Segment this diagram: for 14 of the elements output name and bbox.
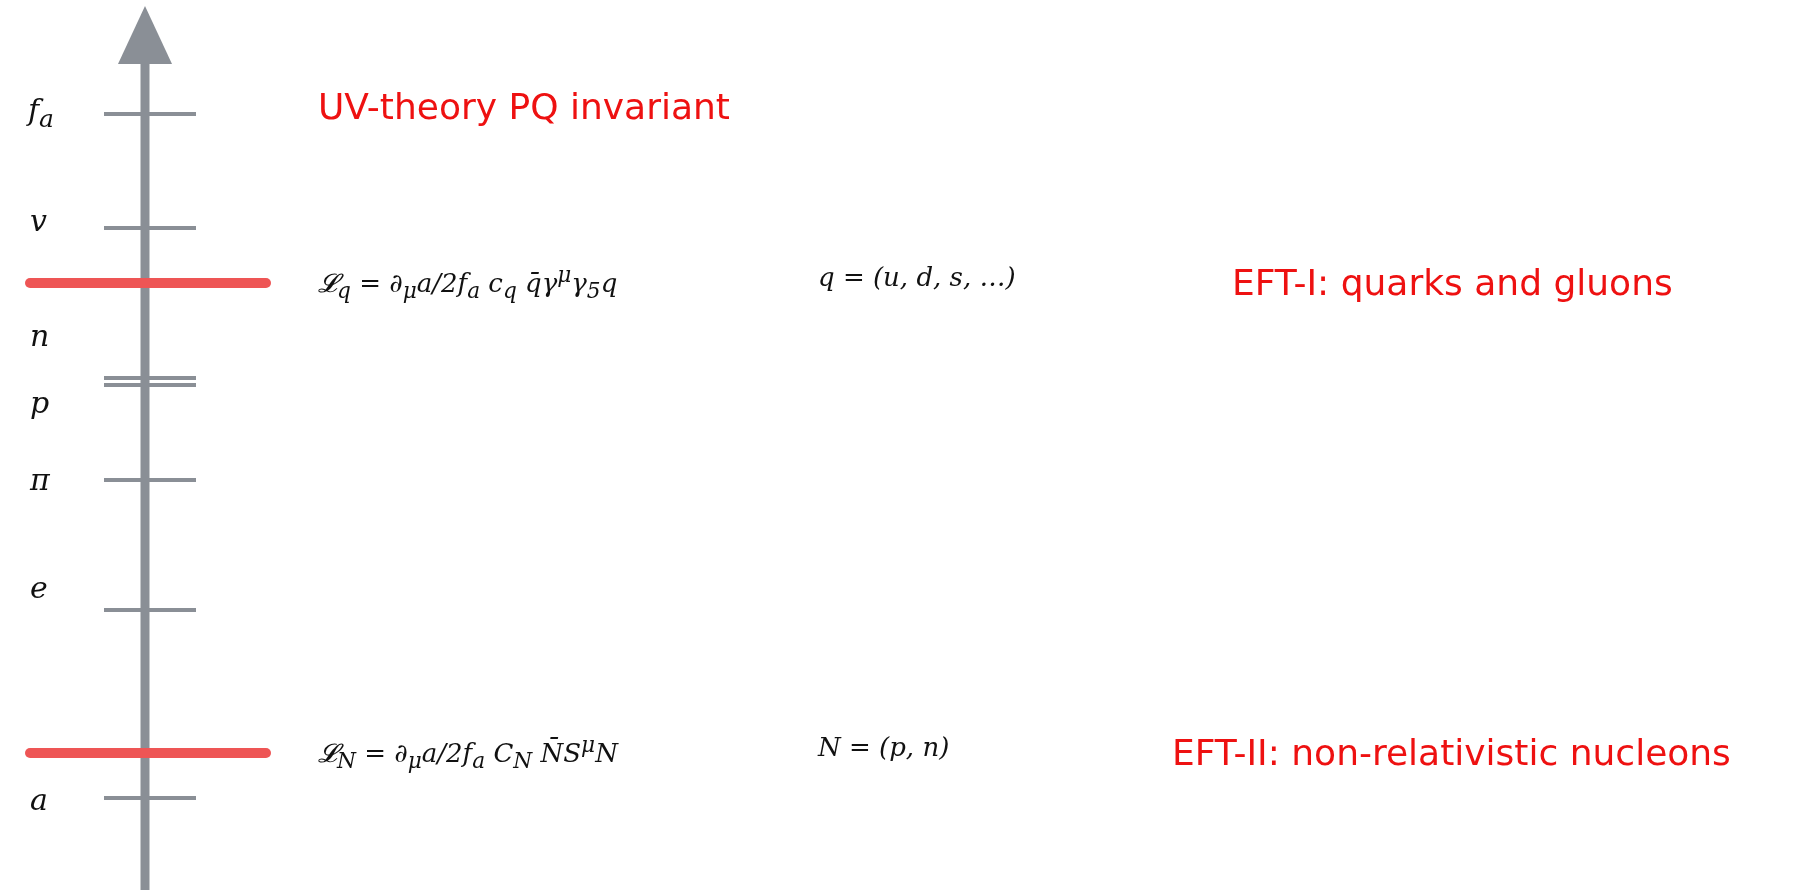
theory-label: UV-theory PQ invariant: [318, 86, 730, 127]
scale-symbol: f$_{a}$: [28, 92, 54, 133]
theory-label: EFT-I: quarks and gluons: [1232, 262, 1673, 303]
scale-symbol: n: [30, 318, 50, 353]
scale-symbol: a: [30, 782, 48, 817]
nucleon-definition: N = (p, n): [818, 732, 950, 762]
quark-definition: q = (u, d, s, …): [818, 262, 1016, 292]
scale-symbol: v: [30, 203, 47, 238]
scale-symbol: p: [30, 385, 50, 420]
scale-symbol: π: [30, 462, 50, 497]
lagrangian-formula: 𝓛$_{q}$ = ∂$_{μ}$a/2f$_{a}$ c$_{q}$ q̄γ$^{μ}$γ$_{5}$q: [318, 262, 618, 303]
scale-symbol: e: [30, 570, 48, 605]
lagrangian-formula: 𝓛$_{N}$ = ∂$_{μ}$a/2f$_{a}$ C$_{N}$ N̄S$^{μ}$N: [318, 732, 618, 773]
theory-label: EFT-II: non-relativistic nucleons: [1172, 732, 1731, 773]
